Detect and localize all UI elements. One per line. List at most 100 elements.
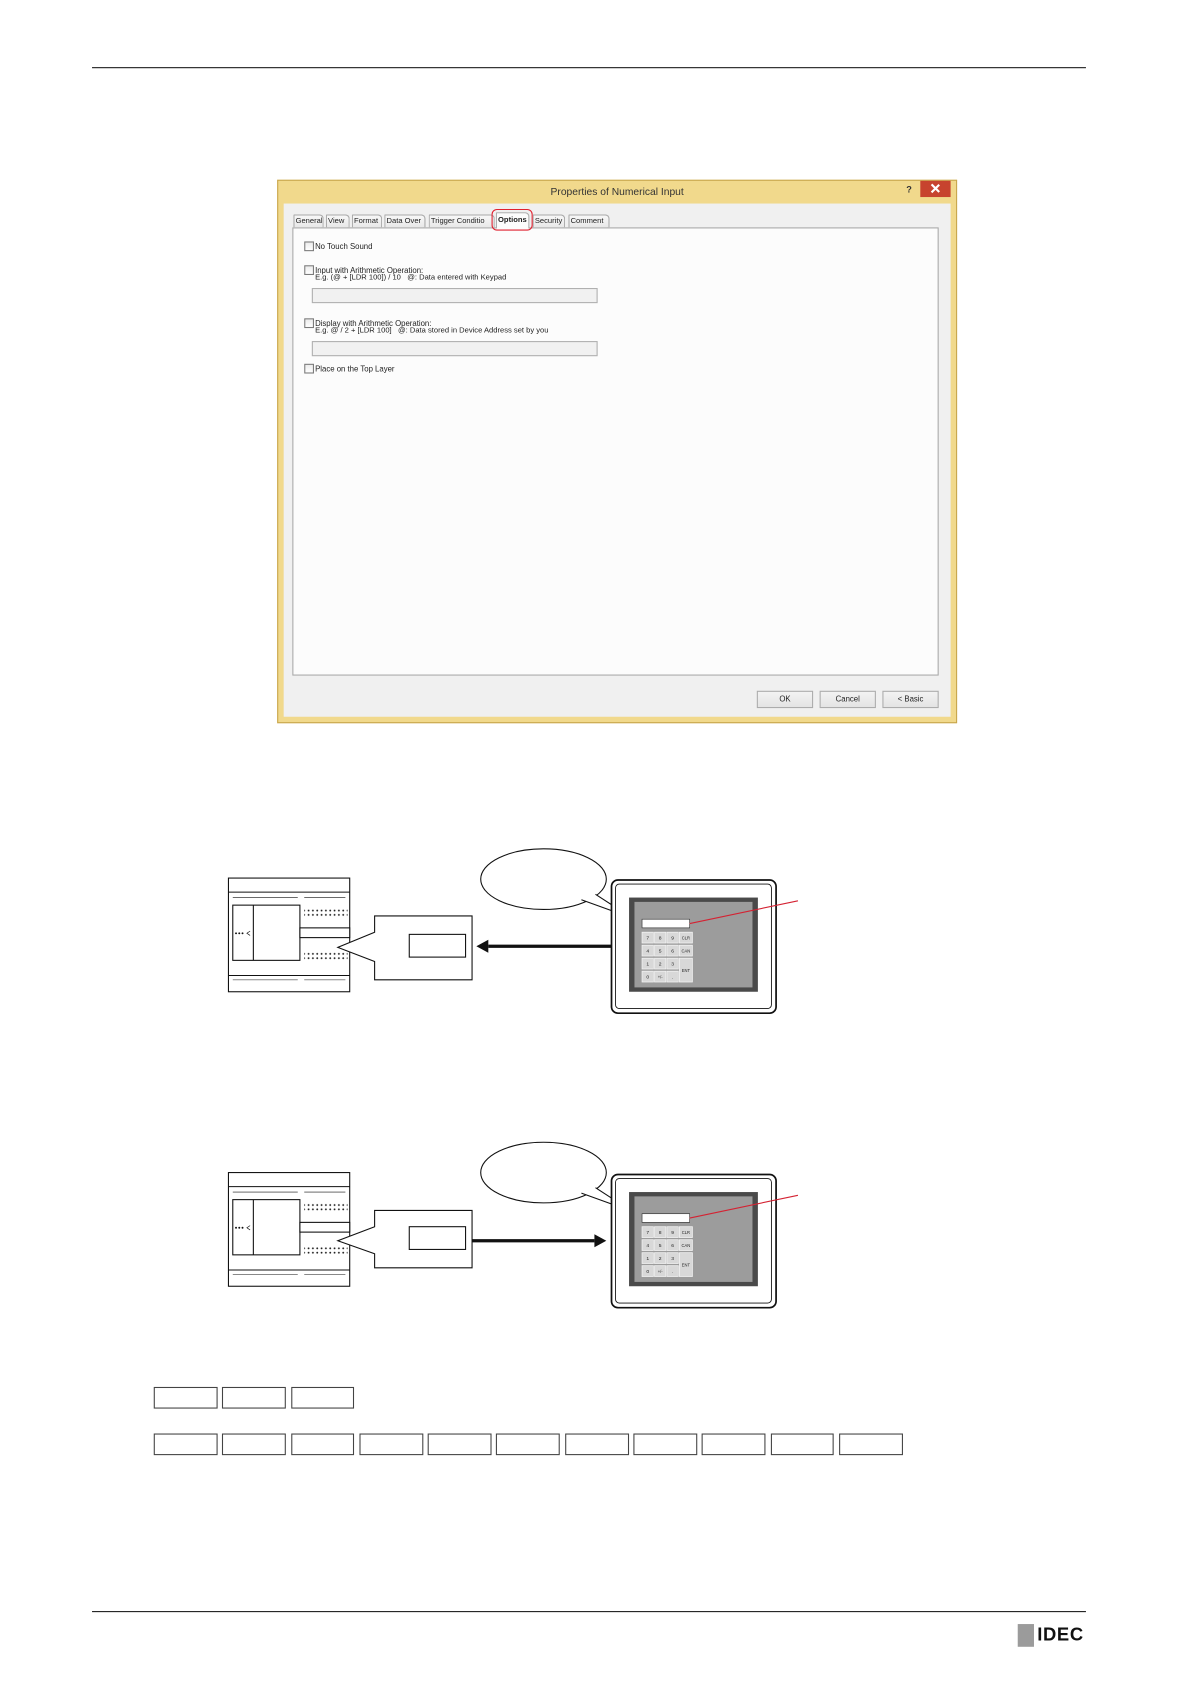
properties-dialog: Properties of Numerical Input ? General … — [277, 179, 958, 724]
keypad-key — [679, 1239, 693, 1251]
keypad-key-label: 6 — [671, 948, 674, 954]
tab-format[interactable]: Format — [351, 214, 383, 228]
empty-box — [701, 1433, 766, 1456]
empty-box — [838, 1433, 903, 1456]
keypad-key — [641, 1226, 654, 1238]
tab-security[interactable]: Security — [532, 214, 566, 228]
ok-button[interactable]: OK — [756, 690, 814, 709]
keypad-key — [654, 1226, 667, 1238]
tab-data-over[interactable]: Data Over — [384, 214, 426, 228]
help-button[interactable]: ? — [906, 184, 912, 195]
empty-box — [359, 1433, 424, 1456]
empty-box — [222, 1433, 287, 1456]
keypad-key-label: 5 — [659, 948, 662, 954]
input-arithmetic-field[interactable] — [311, 287, 598, 304]
numerical-input-pointer-line — [689, 1194, 799, 1219]
basic-button[interactable]: < Basic — [882, 690, 939, 709]
top-layer-option[interactable]: Place on the Top Layer — [304, 363, 395, 374]
empty-box — [290, 1386, 355, 1409]
flow-arrow — [472, 1234, 607, 1248]
footer-rule — [92, 1611, 1086, 1613]
keypad-key — [654, 1252, 667, 1264]
checkbox-icon[interactable] — [304, 363, 314, 373]
close-button[interactable] — [920, 180, 951, 198]
tab-view[interactable]: View — [325, 214, 350, 228]
dialog-titlebar[interactable]: Properties of Numerical Input ? — [278, 180, 956, 204]
device-address-callout — [336, 1209, 473, 1269]
no-touch-sound-option[interactable]: No Touch Sound — [304, 240, 372, 251]
keypad-key-label: ENT — [682, 1262, 691, 1267]
empty-box — [153, 1433, 218, 1456]
checkbox-icon[interactable] — [304, 264, 314, 275]
no-touch-sound-label[interactable]: No Touch Sound — [315, 240, 373, 251]
input-arithmetic-option[interactable]: Input with Arithmetic Operation: — [304, 264, 423, 275]
empty-box — [427, 1433, 492, 1456]
tab-general[interactable]: General — [293, 214, 324, 228]
plc-controller — [227, 1172, 351, 1287]
keypad-key — [666, 1265, 679, 1277]
keypad-key — [654, 931, 667, 944]
keypad-key-label: +/- — [658, 974, 664, 979]
tab-options[interactable]: Options — [495, 212, 530, 229]
checkbox-icon[interactable] — [304, 240, 314, 251]
keypad-key — [666, 970, 679, 983]
keypad-key-label: 0 — [646, 1269, 649, 1275]
keypad-key-label: 7 — [646, 1230, 649, 1236]
tab-comment[interactable]: Comment — [568, 214, 610, 228]
display-arithmetic-example: E.g. @ / 2 + [LDR 100] @: Data stored in… — [315, 326, 549, 335]
keypad-key-label: 6 — [671, 1243, 674, 1249]
keypad-key-label: . — [672, 1269, 673, 1275]
keypad-key — [641, 970, 654, 983]
keypad-key-label: 0 — [646, 974, 649, 980]
keypad-key-label: 5 — [659, 1243, 662, 1249]
keypad-key-label: CAN — [682, 1243, 691, 1248]
cancel-button[interactable]: Cancel — [819, 690, 876, 709]
input-arithmetic-label[interactable]: Input with Arithmetic Operation: — [315, 264, 424, 275]
checkbox-icon[interactable] — [304, 317, 314, 328]
box-row-2 — [153, 1433, 903, 1456]
dialog-title: Properties of Numerical Input — [550, 186, 684, 199]
keypad-key-label: 9 — [671, 1230, 674, 1236]
keypad-key-label: 2 — [659, 1256, 662, 1262]
flow-arrow — [476, 939, 612, 953]
keypad-key-label: ENT — [682, 968, 691, 973]
keypad-key-label: 3 — [671, 961, 674, 967]
keypad-key — [679, 944, 693, 957]
keypad-key — [641, 957, 654, 970]
keypad-key-label: CLR — [682, 935, 690, 940]
keypad-key — [679, 931, 693, 944]
keypad-key — [641, 1265, 654, 1277]
keypad-key — [641, 944, 654, 957]
top-layer-label[interactable]: Place on the Top Layer — [315, 363, 395, 373]
speech-bubble — [480, 848, 607, 911]
keypad-key — [641, 1252, 654, 1264]
empty-box — [153, 1386, 218, 1409]
keypad-key-label: 3 — [671, 1256, 674, 1262]
plc-controller — [227, 877, 351, 993]
keypad-key — [654, 957, 667, 970]
keypad-key-label: 7 — [646, 935, 649, 941]
keypad-key-label: +/- — [658, 1269, 664, 1274]
display-arithmetic-label[interactable]: Display with Arithmetic Operation: — [315, 317, 432, 328]
tab-trigger-condition[interactable]: Trigger Conditio — [428, 214, 495, 228]
keypad-key — [679, 957, 693, 983]
idec-logo: IDEC — [1017, 1623, 1084, 1647]
keypad-key-label: 1 — [646, 1256, 649, 1262]
logo-mark — [1017, 1623, 1034, 1647]
display-arithmetic-option[interactable]: Display with Arithmetic Operation: — [304, 317, 431, 328]
keypad-key-label: 4 — [646, 1243, 649, 1249]
touch-panel-body — [610, 879, 777, 1015]
box-row-1 — [153, 1386, 355, 1409]
keypad-key-label: . — [672, 974, 673, 980]
display-arithmetic-field[interactable] — [311, 341, 598, 357]
keypad-key — [666, 931, 679, 944]
keypad-key — [666, 957, 679, 970]
logo-text: IDEC — [1037, 1624, 1084, 1645]
keypad-key — [654, 970, 667, 983]
keypad-key-label: 9 — [671, 935, 674, 941]
